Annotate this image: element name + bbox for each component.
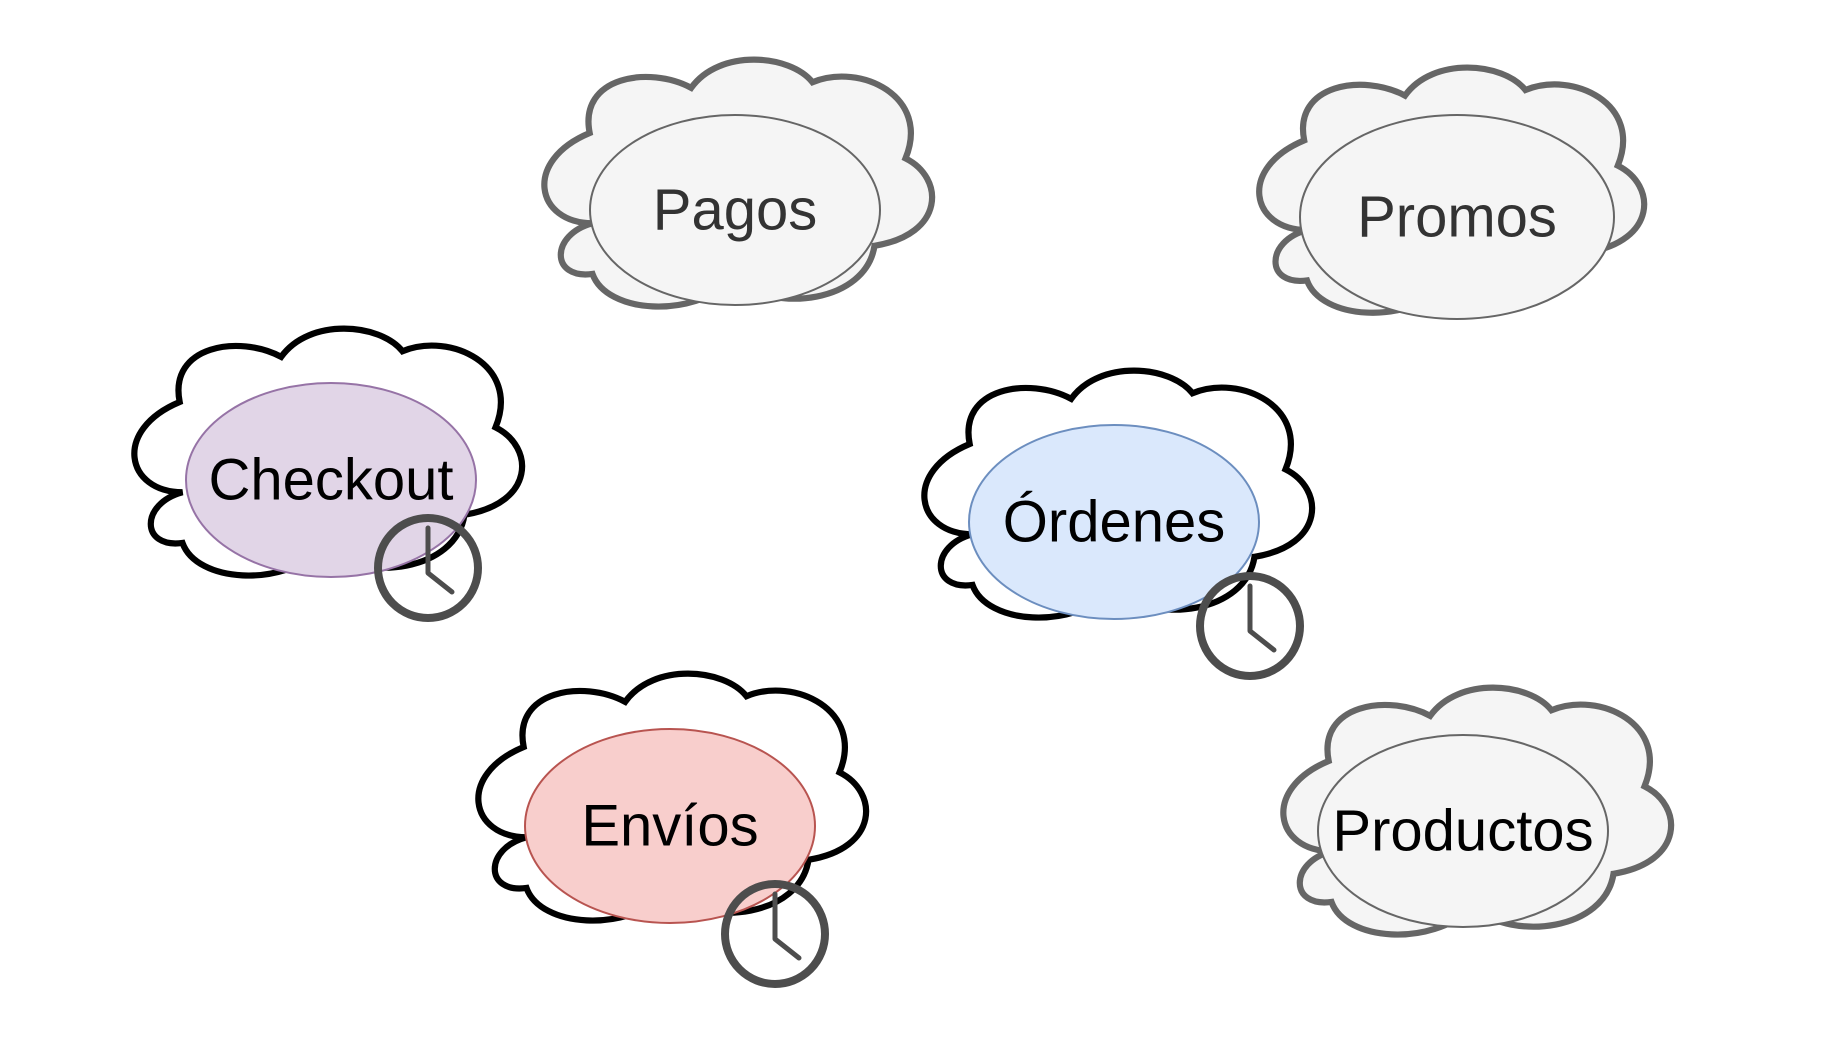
node-label-checkout: Checkout bbox=[208, 448, 453, 513]
node-label-productos: Productos bbox=[1332, 799, 1593, 864]
node-productos-core[interactable]: Productos bbox=[1317, 734, 1609, 928]
node-label-ordenes: Órdenes bbox=[1003, 490, 1225, 555]
node-promos-core[interactable]: Promos bbox=[1299, 114, 1615, 320]
service-ellipse bbox=[1317, 734, 1609, 928]
clock-icon bbox=[374, 514, 482, 622]
clock-icon bbox=[721, 880, 829, 988]
node-envios-core[interactable]: Envíos bbox=[524, 728, 816, 924]
clock-icon bbox=[1196, 572, 1304, 680]
service-ellipse bbox=[524, 728, 816, 924]
node-label-promos: Promos bbox=[1357, 185, 1557, 250]
node-label-envios: Envíos bbox=[581, 794, 758, 859]
node-label-pagos: Pagos bbox=[653, 178, 817, 243]
service-ellipse bbox=[968, 424, 1260, 620]
node-ordenes-core[interactable]: Órdenes bbox=[968, 424, 1260, 620]
service-ellipse bbox=[589, 114, 881, 306]
service-ellipse bbox=[1299, 114, 1615, 320]
node-pagos-core[interactable]: Pagos bbox=[589, 114, 881, 306]
node-checkout-core[interactable]: Checkout bbox=[185, 382, 477, 578]
